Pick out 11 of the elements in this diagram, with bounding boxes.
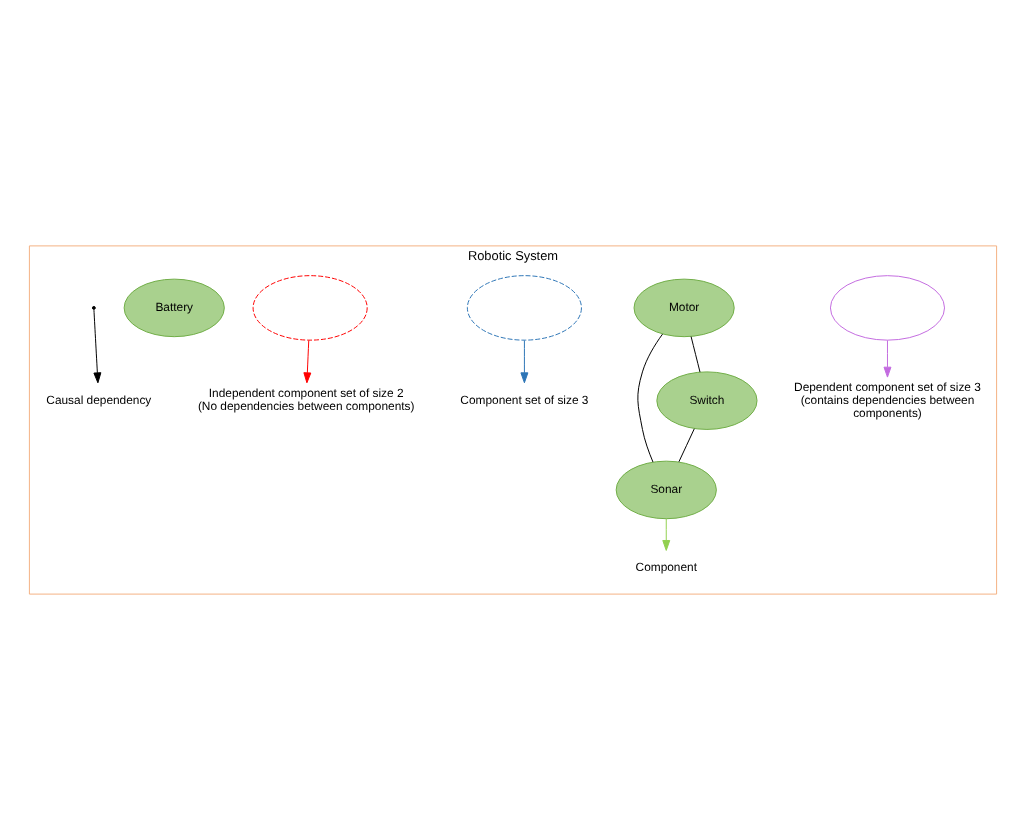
node-blob (829, 274, 945, 340)
node-blob (252, 274, 368, 340)
arrow (303, 338, 312, 383)
arrow (520, 338, 529, 383)
arrow (883, 338, 892, 377)
node-blob (466, 274, 582, 340)
connector (690, 335, 701, 372)
connector (678, 427, 695, 462)
arrow (662, 517, 671, 550)
arrow (93, 307, 102, 383)
connector (637, 332, 664, 462)
